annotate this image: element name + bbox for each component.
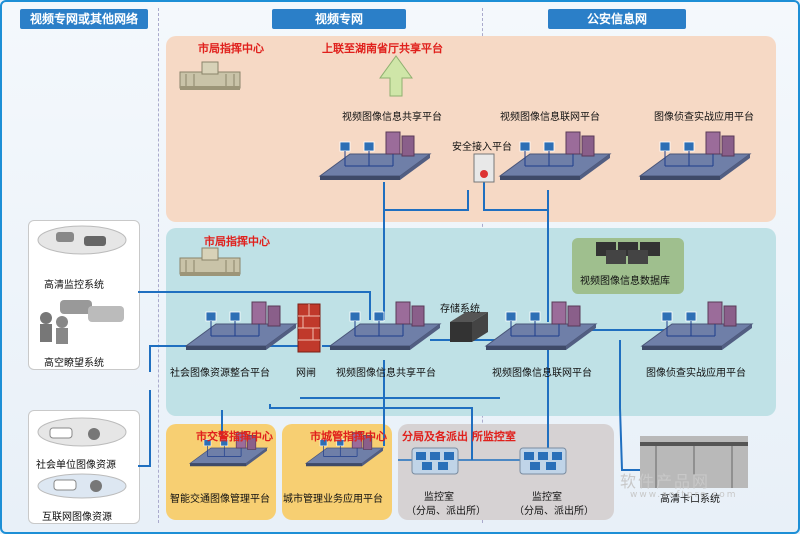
hd-camera-icon	[37, 225, 127, 255]
watermark-title: 软件产品网	[620, 472, 711, 491]
internet-camera-icon	[37, 473, 127, 499]
mid-platform-network: 视频图像信息联网平台	[492, 368, 592, 379]
monitor-room-sub: （分局、派出所）	[406, 506, 486, 517]
monitor-room-sub: （分局、派出所）	[514, 506, 594, 517]
mid-center-label: 市局指挥中心	[204, 235, 270, 248]
top-platform-investigation: 图像侦查实战应用平台	[654, 112, 754, 123]
top-platform-network: 视频图像信息联网平台	[500, 112, 600, 123]
social-resources-label: 社会单位图像资源	[36, 460, 116, 471]
uplink-arrow	[379, 55, 413, 97]
mid-platform-integration: 社会图像资源整合平台	[170, 368, 270, 379]
hd-monitoring-label: 高清监控系统	[44, 280, 104, 291]
urban-center-label: 市城管指挥中心	[310, 430, 387, 443]
storage-label: 存储系统	[440, 304, 480, 315]
traffic-platform-label: 智能交通图像管理平台	[170, 494, 270, 505]
uplink-label: 上联至湖南省厅共享平台	[322, 42, 443, 55]
checkpoint-label: 高清卡口系统	[660, 494, 720, 505]
header-video-network: 视频专网	[272, 9, 406, 29]
firewall-icon	[297, 303, 321, 353]
gatekeeper-label: 网闸	[296, 368, 316, 379]
lookout-label: 高空瞭望系统	[44, 358, 104, 369]
lookout-camera-icon	[40, 300, 124, 344]
urban-platform-label: 城市管理业务应用平台	[283, 494, 383, 505]
database-label: 视频图像信息数据库	[580, 276, 670, 287]
traffic-center-label: 市交警指挥中心	[196, 430, 273, 443]
top-platform-share: 视频图像信息共享平台	[342, 112, 442, 123]
column-divider	[158, 8, 159, 523]
gateway-label: 安全接入平台	[452, 142, 512, 153]
monitor-room-label: 监控室	[424, 492, 454, 503]
internet-resources-label: 互联网图像资源	[42, 512, 112, 523]
social-camera-icon	[37, 417, 127, 447]
branch-label: 分局及各派出 所监控室	[402, 430, 516, 443]
mid-platform-share: 视频图像信息共享平台	[336, 368, 436, 379]
region-city-command-top	[166, 36, 776, 222]
checkpoint-icon	[640, 436, 748, 488]
header-other-network: 视频专网或其他网络	[20, 9, 148, 29]
top-center-label: 市局指挥中心	[198, 42, 264, 55]
header-police-network: 公安信息网	[548, 9, 686, 29]
storage-icon	[450, 312, 488, 342]
database-icon	[596, 242, 660, 264]
watermark-url: www.softpro.com	[630, 490, 738, 500]
mid-platform-investigation: 图像侦查实战应用平台	[646, 368, 746, 379]
monitor-room-label: 监控室	[532, 492, 562, 503]
